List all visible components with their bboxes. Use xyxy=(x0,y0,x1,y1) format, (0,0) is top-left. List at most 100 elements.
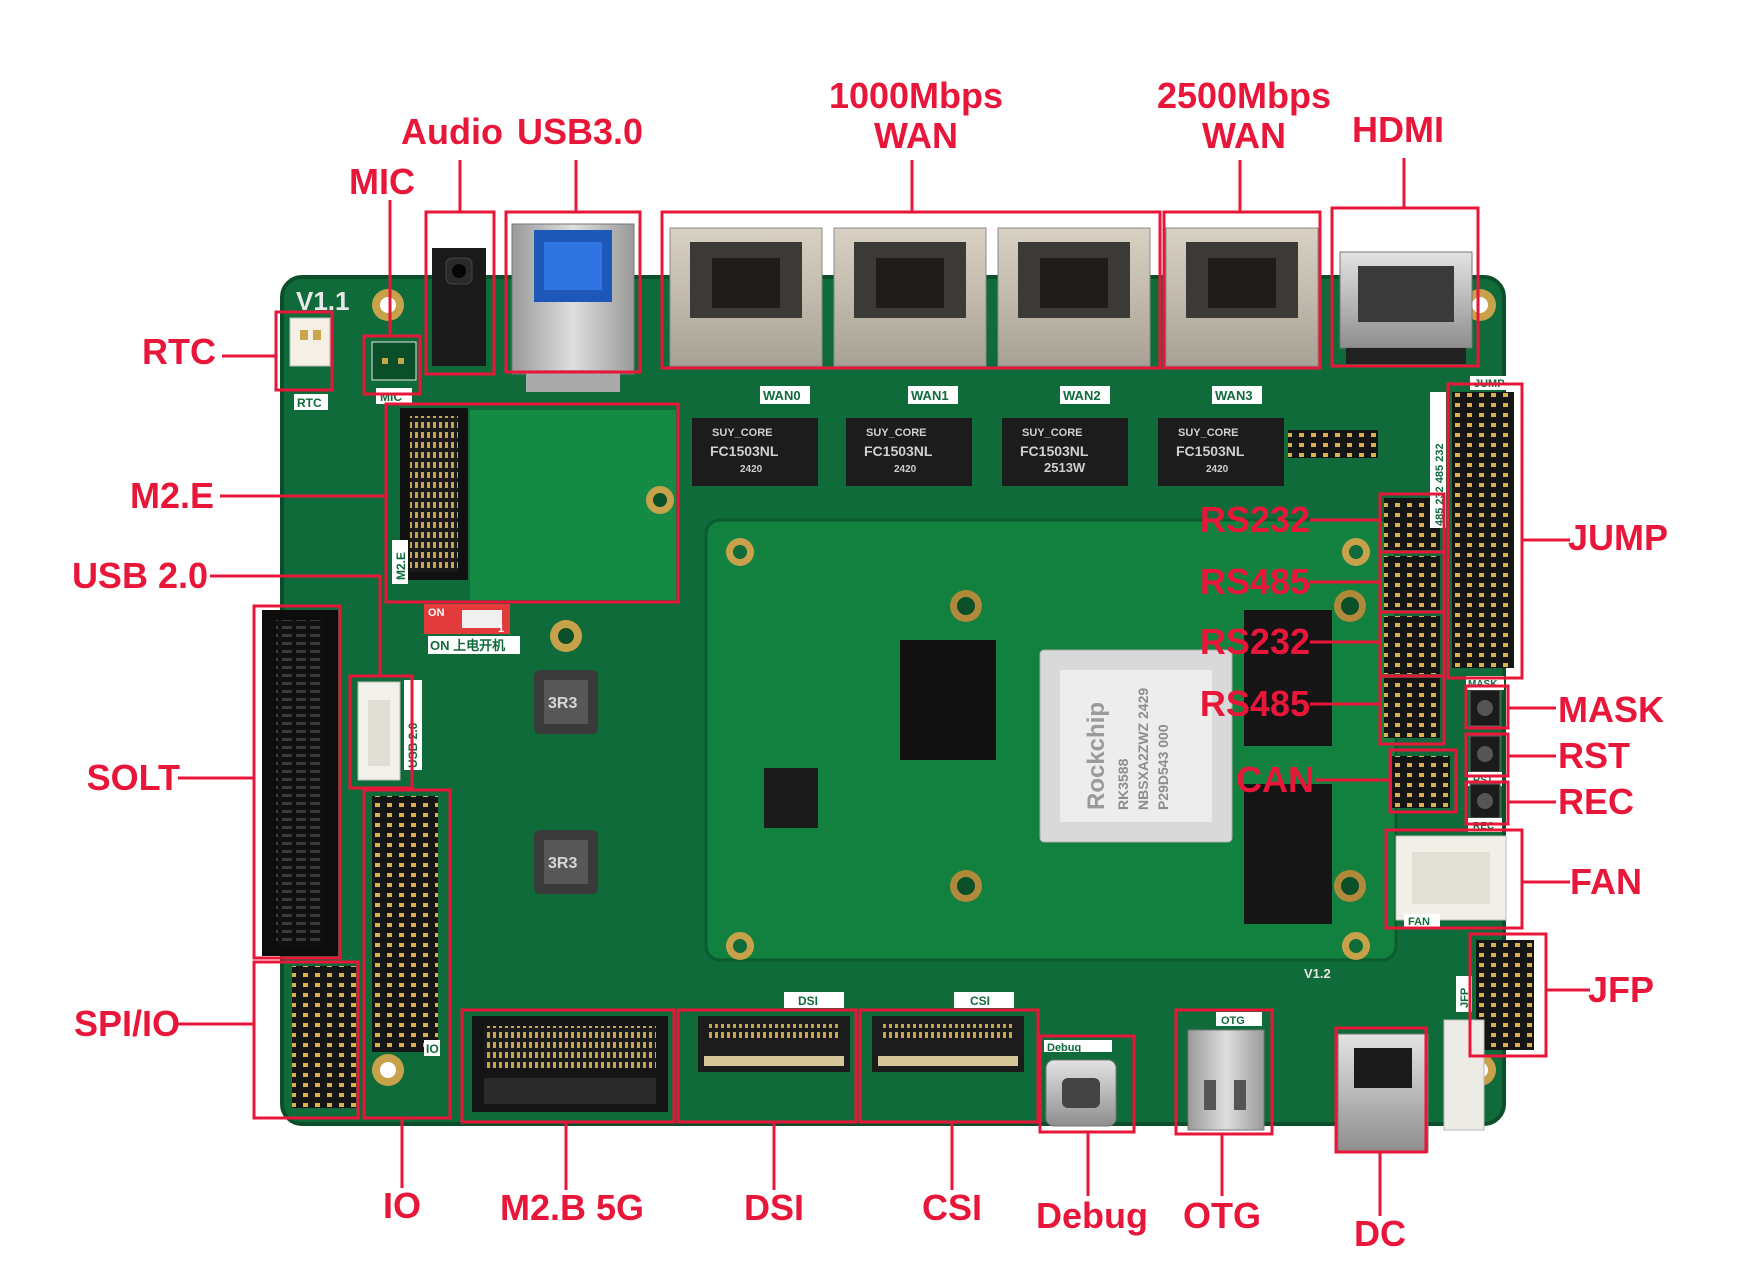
box-csi xyxy=(858,1008,1040,1124)
soc-line-1: NBSXA2ZWZ 2429 xyxy=(1135,688,1151,810)
pcie-slot xyxy=(262,610,338,956)
transformer-1: SUY_CORE FC1503NL 2420 xyxy=(846,418,972,486)
transformer-brand: SUY_CORE xyxy=(712,427,773,439)
label-rs232-a: RS232 xyxy=(1199,499,1310,540)
spi-io-header xyxy=(292,966,356,1108)
box-otg xyxy=(1174,1008,1274,1136)
m2b-slot xyxy=(472,1016,668,1112)
wan2-silk: WAN2 xyxy=(1063,388,1101,403)
m2e-slot: M2.E xyxy=(392,408,468,584)
usb2-connector: USB 2.0 xyxy=(357,680,422,781)
transformer-2: SUY_CORE FC1503NL 2513W xyxy=(1002,418,1128,486)
m2e-card-area xyxy=(470,410,676,600)
debug-usbc: Debug xyxy=(1044,1040,1117,1127)
mic-silk: MIC xyxy=(380,390,402,404)
rtc-silk: RTC xyxy=(297,396,322,410)
otg-port: OTG xyxy=(1187,1012,1265,1131)
dsi-silk: DSI xyxy=(798,994,818,1008)
rj45-port-3 xyxy=(1165,227,1319,367)
jfp-silk: JFP xyxy=(1459,988,1471,1008)
wan3-silk: WAN3 xyxy=(1215,388,1253,403)
label-fan: FAN xyxy=(1570,861,1642,902)
label-wan2500: 2500Mbps WAN xyxy=(1156,75,1332,156)
dc-jack xyxy=(1337,1033,1429,1153)
audio-jack xyxy=(432,248,486,366)
dsi-connector: DSI xyxy=(698,992,850,1072)
soc-line-0: RK3588 xyxy=(1115,758,1131,810)
fan-connector: FAN xyxy=(1395,835,1507,928)
hdmi-port xyxy=(1339,251,1473,364)
csi-silk: CSI xyxy=(970,994,990,1008)
label-rs485-a: RS485 xyxy=(1199,561,1310,602)
label-usb3: USB3.0 xyxy=(516,111,644,152)
label-can: CAN xyxy=(1236,759,1314,800)
transformer-0: SUY_CORE FC1503NL 2420 xyxy=(692,418,818,486)
box-dsi xyxy=(676,1008,858,1124)
rs232-header-b xyxy=(1384,616,1440,674)
label-jump: JUMP xyxy=(1568,517,1669,558)
wan-silk: WAN0 WAN1 WAN2 WAN3 xyxy=(760,386,1262,404)
box-mic xyxy=(362,334,422,396)
soc-chip: Rockchip RK3588 NBSXA2ZWZ 2429 P29D543 0… xyxy=(1039,649,1233,843)
rj45-port-2 xyxy=(997,227,1151,367)
soc-brand: Rockchip xyxy=(1083,702,1110,810)
label-rs232-b: RS232 xyxy=(1199,621,1310,662)
leader-lines xyxy=(178,158,1590,1216)
box-m2e xyxy=(384,402,680,604)
label-otg: OTG xyxy=(1183,1195,1261,1236)
dc-side-connector xyxy=(1443,1019,1485,1131)
debug-silk: Debug xyxy=(1047,1042,1081,1054)
label-mic: MIC xyxy=(349,161,415,202)
rj45-port-0 xyxy=(669,227,823,367)
leader-usb2 xyxy=(210,574,382,676)
transformer-model: FC1503NL xyxy=(710,443,779,459)
mic-connector: MIC xyxy=(371,341,417,404)
label-m2b: M2.B 5G xyxy=(499,1187,645,1228)
fan-silk: FAN xyxy=(1408,916,1430,928)
small-header xyxy=(1288,430,1378,458)
io-silk: IO xyxy=(426,1042,439,1056)
label-io: IO xyxy=(382,1185,422,1226)
label-csi: CSI xyxy=(921,1187,983,1228)
csi-connector: CSI xyxy=(872,992,1024,1072)
can-header xyxy=(1392,756,1450,808)
inductor-2: 3R3 xyxy=(534,830,598,894)
label-rst: RST xyxy=(1558,735,1630,776)
label-jfp: JFP xyxy=(1588,969,1655,1010)
mask-button: MASK xyxy=(1466,676,1504,727)
transformer-model: FC1503NL xyxy=(1176,443,1245,459)
rs485-header-b xyxy=(1384,678,1440,738)
rec-silk: REC xyxy=(1473,821,1494,832)
rs485-header-a xyxy=(1384,556,1440,610)
label-usb2: USB 2.0 xyxy=(71,555,208,596)
label-rs485-b: RS485 xyxy=(1199,683,1310,724)
dip-text: ON 上电开机 xyxy=(430,638,505,653)
m2e-silk: M2.E xyxy=(394,552,408,580)
inductor-label: 3R3 xyxy=(548,695,577,712)
label-hdmi: HDMI xyxy=(1352,109,1444,150)
box-m2b xyxy=(460,1008,676,1124)
box-wan2500 xyxy=(1162,210,1322,370)
rst-button: RST xyxy=(1468,735,1502,786)
label-rec: REC xyxy=(1558,781,1635,822)
rj45-ports xyxy=(669,227,1319,367)
inductor-label: 3R3 xyxy=(548,855,577,872)
transformer-brand: SUY_CORE xyxy=(1178,427,1239,439)
io-header xyxy=(372,796,438,1052)
label-m2e: M2.E xyxy=(129,475,214,516)
box-solt xyxy=(252,604,342,960)
label-spiio: SPI/IO xyxy=(73,1003,180,1044)
usb3-port xyxy=(511,223,635,392)
dip-num: 1 xyxy=(498,623,504,635)
label-wan1000: 1000Mbps WAN xyxy=(828,75,1004,156)
label-audio: Audio xyxy=(401,111,503,152)
transformer-code: 2420 xyxy=(740,464,763,475)
inductor-1: 3R3 xyxy=(534,670,598,734)
transformer-code: 2420 xyxy=(894,464,917,475)
transformer-model: FC1503NL xyxy=(1020,443,1089,459)
box-jfp xyxy=(1468,932,1548,1058)
box-jump xyxy=(1446,382,1524,680)
otg-silk: OTG xyxy=(1221,1015,1245,1027)
transformer-brand: SUY_CORE xyxy=(866,427,927,439)
